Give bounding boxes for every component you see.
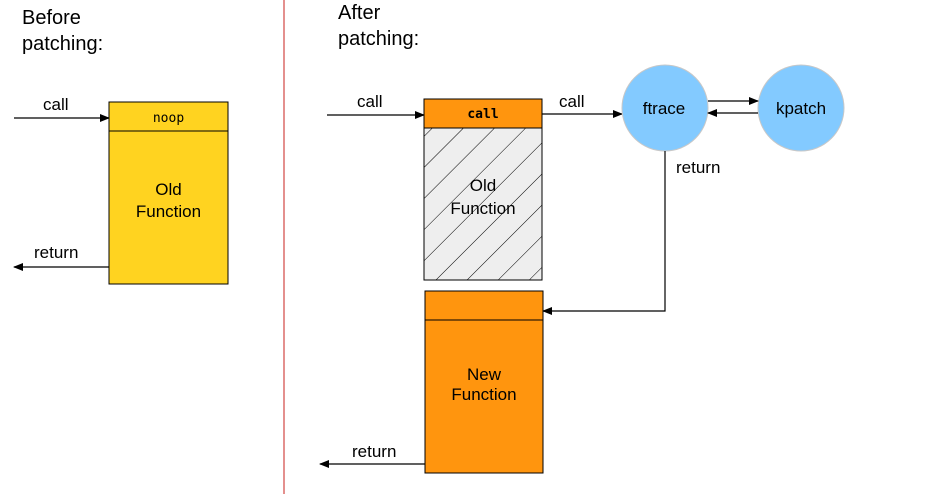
new-function-box [424,290,544,474]
new-function-line2: Function [451,385,516,404]
before-old-function-line2: Function [136,202,201,221]
kpatch-node [757,64,845,152]
after-heading-line2: patching: [338,28,419,50]
before-old-function-box [108,101,229,285]
before-heading-line2: patching: [22,33,103,55]
new-function-line1: New [467,365,502,384]
after-call-label: call [357,92,383,111]
before-heading-line1: Before [22,7,81,29]
before-old-function-line1: Old [155,180,181,199]
ftrace-label: ftrace [643,99,686,118]
after-return-label: return [352,442,396,461]
after-old-function-box [423,98,543,281]
before-call-label: call [43,95,69,114]
after-old-function-line1: Old [470,176,496,195]
call-to-ftrace-label: call [559,92,585,111]
after-call-header-label: call [467,107,498,122]
after-old-function-line2: Function [450,199,515,218]
ftrace-return-arrow [542,151,666,315]
after-heading-line1: After [338,2,381,24]
before-return-label: return [34,243,78,262]
kpatch-label: kpatch [776,99,826,118]
before-noop-label: noop [153,111,184,126]
ftrace-return-label: return [676,158,720,177]
